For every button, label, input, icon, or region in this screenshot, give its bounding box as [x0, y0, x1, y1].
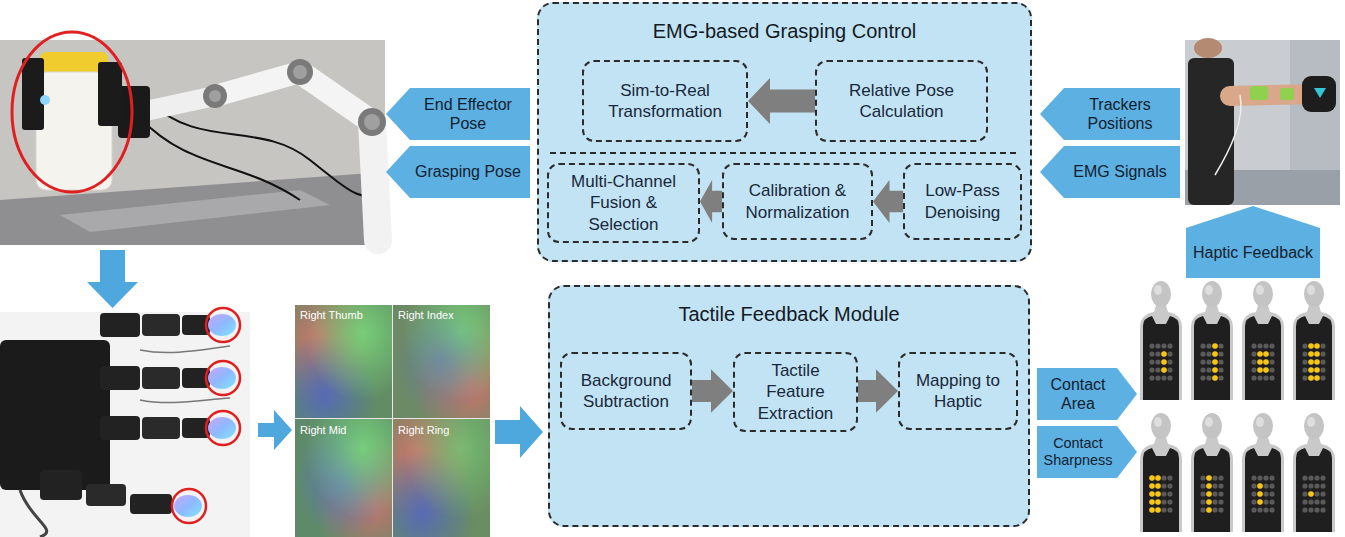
flow-arrow: [858, 369, 898, 413]
node-text: Calibration & Normalization: [730, 180, 865, 223]
dashed-separator: [550, 152, 1020, 154]
process-box: Tactile Feature Extraction: [733, 352, 858, 432]
process-box: Calibration & Normalization: [722, 163, 873, 240]
node-text: Background Subtraction: [568, 370, 684, 413]
block-arrow: Contact Sharpness: [1037, 426, 1137, 478]
block-arrow: Trackers Positions: [1040, 88, 1180, 140]
node-text: Tactile Feature Extraction: [741, 360, 850, 424]
node-text: Relative Pose Calculation: [823, 80, 980, 123]
node-text: Multi-Channel Fusion & Selection: [555, 171, 692, 235]
label-text: Right Thumb: [300, 309, 363, 321]
block-arrow-shape: [386, 88, 530, 140]
process-box: Relative Pose Calculation: [815, 60, 988, 142]
sensor-label: Right Mid: [300, 424, 346, 436]
label-text: Right Index: [398, 309, 454, 321]
block-arrow-shape: [1037, 368, 1137, 420]
process-box: Multi-Channel Fusion & Selection: [547, 163, 700, 243]
sensor-label: Right Thumb: [300, 309, 363, 321]
flow-arrow: [700, 180, 722, 223]
process-box: Background Subtraction: [560, 352, 692, 430]
node-text: Mapping to Haptic: [906, 370, 1010, 413]
node-text: Sim-to-Real Transformation: [590, 80, 740, 123]
label-text: Right Mid: [300, 424, 346, 436]
block-arrow: Grasping Pose: [386, 146, 530, 198]
group-panel: Tactile Feedback ModuleBackground Subtra…: [548, 285, 1030, 527]
sensor-label: Right Index: [398, 309, 454, 321]
process-box: Sim-to-Real Transformation: [582, 60, 748, 142]
node-text: End Effector Pose: [412, 95, 524, 133]
node-text: EMG Signals: [1073, 162, 1166, 181]
label-text: Right Ring: [398, 424, 449, 436]
node-text: Trackers Positions: [1066, 95, 1174, 133]
block-arrow: Contact Area: [1037, 368, 1137, 420]
node-text: Low-Pass Denoising: [911, 180, 1014, 223]
node-text: Grasping Pose: [415, 162, 521, 181]
group-title: Tactile Feedback Module: [678, 303, 899, 326]
node-text: Contact Area: [1041, 375, 1115, 413]
process-box: Low-Pass Denoising: [903, 163, 1022, 240]
block-arrow: EMG Signals: [1040, 146, 1180, 198]
block-arrow-shape: [1186, 206, 1320, 278]
flow-arrow: [873, 180, 903, 223]
group-title: EMG-based Grasping Control: [653, 20, 916, 43]
process-box: Mapping to Haptic: [898, 352, 1018, 430]
block-arrow: Haptic Feedback: [1186, 206, 1320, 278]
flow-arrow: [692, 369, 733, 413]
block-arrow: End Effector Pose: [386, 88, 530, 140]
sensor-label: Right Ring: [398, 424, 449, 436]
node-text: Contact Sharpness: [1041, 435, 1115, 470]
node-text: Haptic Feedback: [1193, 243, 1313, 262]
flow-arrow: [748, 78, 815, 124]
group-panel: EMG-based Grasping ControlSim-to-Real Tr…: [537, 2, 1032, 262]
block-arrow-shape: [1040, 88, 1180, 140]
